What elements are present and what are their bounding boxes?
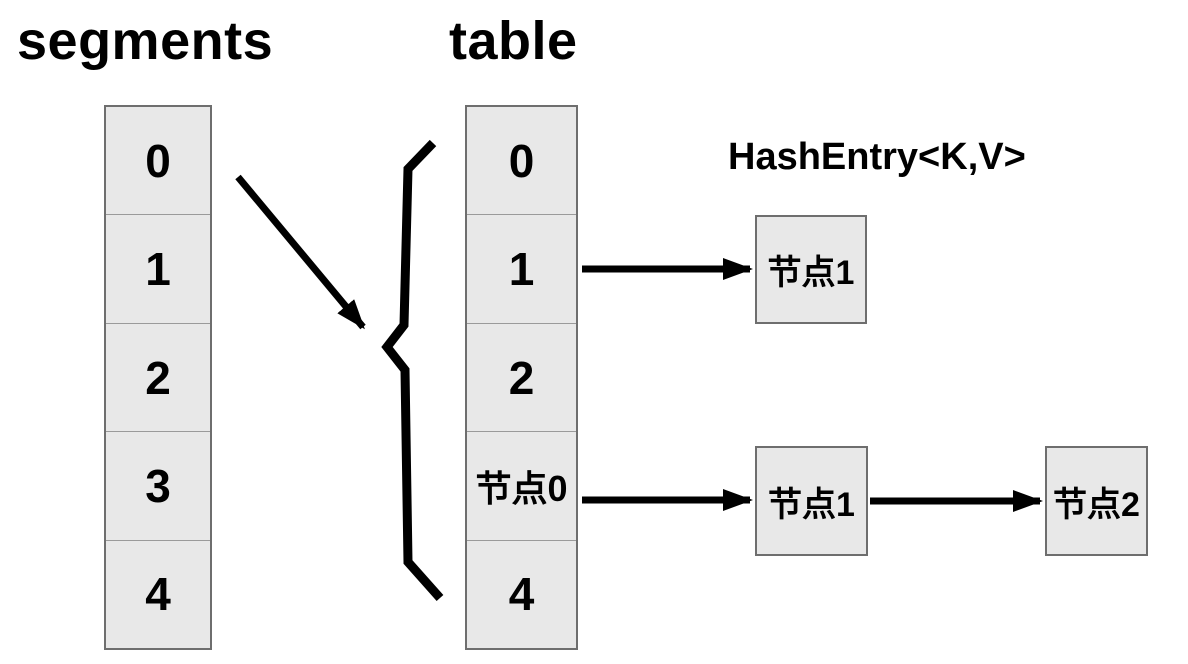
segment0-to-table-arrow <box>235 174 366 330</box>
segments-cell-0: 0 <box>106 107 210 216</box>
table-brace <box>381 139 444 601</box>
table-title: table <box>449 11 578 71</box>
table-array: 0 1 2 节点0 4 <box>465 105 578 650</box>
table-cell-0: 0 <box>467 107 576 216</box>
table-cell-2: 2 <box>467 323 576 433</box>
segments-cell-4: 4 <box>106 540 210 649</box>
table-cell-4: 4 <box>467 540 576 649</box>
segments-array: 0 1 2 3 4 <box>104 105 212 650</box>
segments-title: segments <box>17 11 274 71</box>
segments-cell-3: 3 <box>106 432 210 541</box>
hash-entry-node-2: 节点2 <box>1045 446 1148 556</box>
table-cell-3: 节点0 <box>467 432 576 541</box>
hash-entry-node-1-top: 节点1 <box>755 215 867 324</box>
table-cell-1: 1 <box>467 215 576 324</box>
segments-cell-2: 2 <box>106 323 210 433</box>
hashentry-label: HashEntry<K,V> <box>728 136 1026 178</box>
hash-entry-node-1-bottom: 节点1 <box>755 446 868 556</box>
segments-cell-1: 1 <box>106 215 210 324</box>
